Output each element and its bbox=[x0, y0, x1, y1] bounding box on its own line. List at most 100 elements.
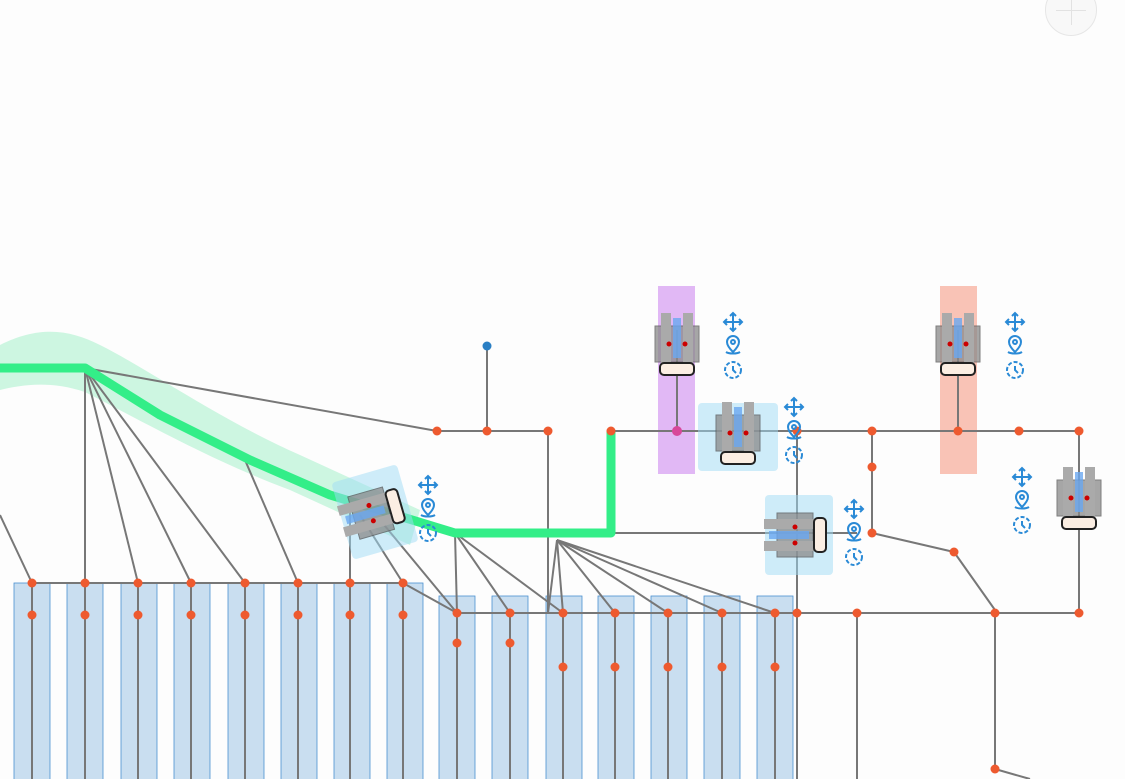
waypoint-node[interactable] bbox=[610, 662, 620, 672]
charging-node[interactable] bbox=[482, 341, 492, 351]
waypoint-node[interactable] bbox=[398, 578, 408, 588]
waypoint-node[interactable] bbox=[240, 610, 250, 620]
location-pin-icon[interactable] bbox=[420, 498, 436, 518]
path-edge[interactable] bbox=[994, 768, 1031, 779]
waypoint-node[interactable] bbox=[398, 610, 408, 620]
waypoint-node[interactable] bbox=[543, 426, 553, 436]
path-edge[interactable] bbox=[84, 367, 438, 432]
path-edge[interactable] bbox=[84, 367, 139, 584]
waypoint-node[interactable] bbox=[852, 608, 862, 618]
robot-actions[interactable] bbox=[843, 498, 865, 566]
clock-icon[interactable] bbox=[1006, 361, 1024, 379]
path-edge[interactable] bbox=[556, 539, 564, 614]
location-pin-icon[interactable] bbox=[846, 522, 862, 542]
waypoint-node[interactable] bbox=[792, 608, 802, 618]
clock-icon[interactable] bbox=[724, 361, 742, 379]
waypoint-node[interactable] bbox=[867, 528, 877, 538]
waypoint-node[interactable] bbox=[293, 610, 303, 620]
waypoint-node[interactable] bbox=[345, 610, 355, 620]
waypoint-node[interactable] bbox=[770, 608, 780, 618]
robot-actions[interactable] bbox=[1011, 466, 1033, 534]
location-pin-icon[interactable] bbox=[786, 420, 802, 440]
waypoint-node[interactable] bbox=[770, 662, 780, 672]
path-edge[interactable] bbox=[0, 514, 33, 584]
waypoint-node[interactable] bbox=[432, 426, 442, 436]
robot[interactable] bbox=[764, 495, 833, 575]
path-edge[interactable] bbox=[556, 539, 776, 614]
path-edge[interactable] bbox=[454, 532, 458, 614]
waypoint-node[interactable] bbox=[293, 578, 303, 588]
waypoint-node[interactable] bbox=[80, 610, 90, 620]
clock-hands bbox=[793, 451, 798, 459]
path-edge[interactable] bbox=[244, 459, 299, 584]
path-edge[interactable] bbox=[454, 532, 564, 614]
path-edge[interactable] bbox=[556, 539, 616, 614]
path-edge[interactable] bbox=[454, 532, 511, 614]
waypoint-node[interactable] bbox=[27, 578, 37, 588]
robot[interactable] bbox=[698, 402, 778, 471]
robot[interactable] bbox=[1056, 467, 1102, 530]
waypoint-node[interactable] bbox=[867, 462, 877, 472]
location-pin-icon[interactable] bbox=[725, 335, 741, 355]
move-icon[interactable] bbox=[1004, 311, 1026, 333]
waypoint-node[interactable] bbox=[949, 547, 959, 557]
waypoint-node[interactable] bbox=[1014, 426, 1024, 436]
clock-icon[interactable] bbox=[1013, 516, 1031, 534]
waypoint-node[interactable] bbox=[133, 610, 143, 620]
waypoint-node[interactable] bbox=[610, 608, 620, 618]
location-pin-icon[interactable] bbox=[1007, 335, 1023, 355]
path-edge[interactable] bbox=[871, 532, 955, 553]
robot-actions[interactable] bbox=[417, 474, 439, 542]
waypoint-node[interactable] bbox=[80, 578, 90, 588]
waypoint-node[interactable] bbox=[1074, 426, 1084, 436]
clock-icon[interactable] bbox=[845, 548, 863, 566]
move-icon[interactable] bbox=[417, 474, 439, 496]
path-edge[interactable] bbox=[556, 539, 723, 614]
waypoint-node[interactable] bbox=[663, 662, 673, 672]
waypoint-node[interactable] bbox=[505, 638, 515, 648]
waypoint-node[interactable] bbox=[606, 426, 616, 436]
waypoint-node[interactable] bbox=[717, 662, 727, 672]
waypoint-node[interactable] bbox=[240, 578, 250, 588]
waypoint-node[interactable] bbox=[672, 426, 682, 436]
path-edge[interactable] bbox=[953, 551, 996, 611]
waypoint-node[interactable] bbox=[867, 426, 877, 436]
waypoint-node[interactable] bbox=[505, 608, 515, 618]
waypoint-node[interactable] bbox=[1074, 608, 1084, 618]
path-edge[interactable] bbox=[402, 582, 458, 614]
waypoint-node[interactable] bbox=[452, 638, 462, 648]
robot-actions[interactable] bbox=[1004, 311, 1026, 379]
waypoint-node[interactable] bbox=[186, 578, 196, 588]
waypoint-node[interactable] bbox=[990, 608, 1000, 618]
waypoint-node[interactable] bbox=[990, 764, 1000, 774]
waypoint-node[interactable] bbox=[482, 426, 492, 436]
waypoint-node[interactable] bbox=[27, 610, 37, 620]
waypoint-node[interactable] bbox=[345, 578, 355, 588]
waypoint-node[interactable] bbox=[452, 608, 462, 618]
robot-actions[interactable] bbox=[783, 396, 805, 464]
clock-icon[interactable] bbox=[785, 446, 803, 464]
robot[interactable] bbox=[330, 464, 418, 560]
move-icon[interactable] bbox=[783, 396, 805, 418]
robot-fork bbox=[661, 313, 671, 363]
path-edge[interactable] bbox=[84, 367, 192, 584]
waypoint-node[interactable] bbox=[186, 610, 196, 620]
waypoint-node[interactable] bbox=[133, 578, 143, 588]
clock-icon[interactable] bbox=[419, 524, 437, 542]
move-icon[interactable] bbox=[722, 311, 744, 333]
robot[interactable] bbox=[935, 313, 981, 376]
location-pin-icon[interactable] bbox=[1014, 490, 1030, 510]
waypoint-node[interactable] bbox=[953, 426, 963, 436]
waypoint-node[interactable] bbox=[558, 662, 568, 672]
path-edge[interactable] bbox=[556, 539, 669, 614]
robot-actions[interactable] bbox=[722, 311, 744, 379]
path-edge[interactable] bbox=[547, 539, 558, 614]
move-icon[interactable] bbox=[1011, 466, 1033, 488]
move-icon[interactable] bbox=[843, 498, 865, 520]
waypoint-node[interactable] bbox=[663, 608, 673, 618]
waypoint-node[interactable] bbox=[558, 608, 568, 618]
waypoint-node[interactable] bbox=[717, 608, 727, 618]
path-edge[interactable] bbox=[84, 367, 246, 584]
robot[interactable] bbox=[654, 313, 700, 376]
